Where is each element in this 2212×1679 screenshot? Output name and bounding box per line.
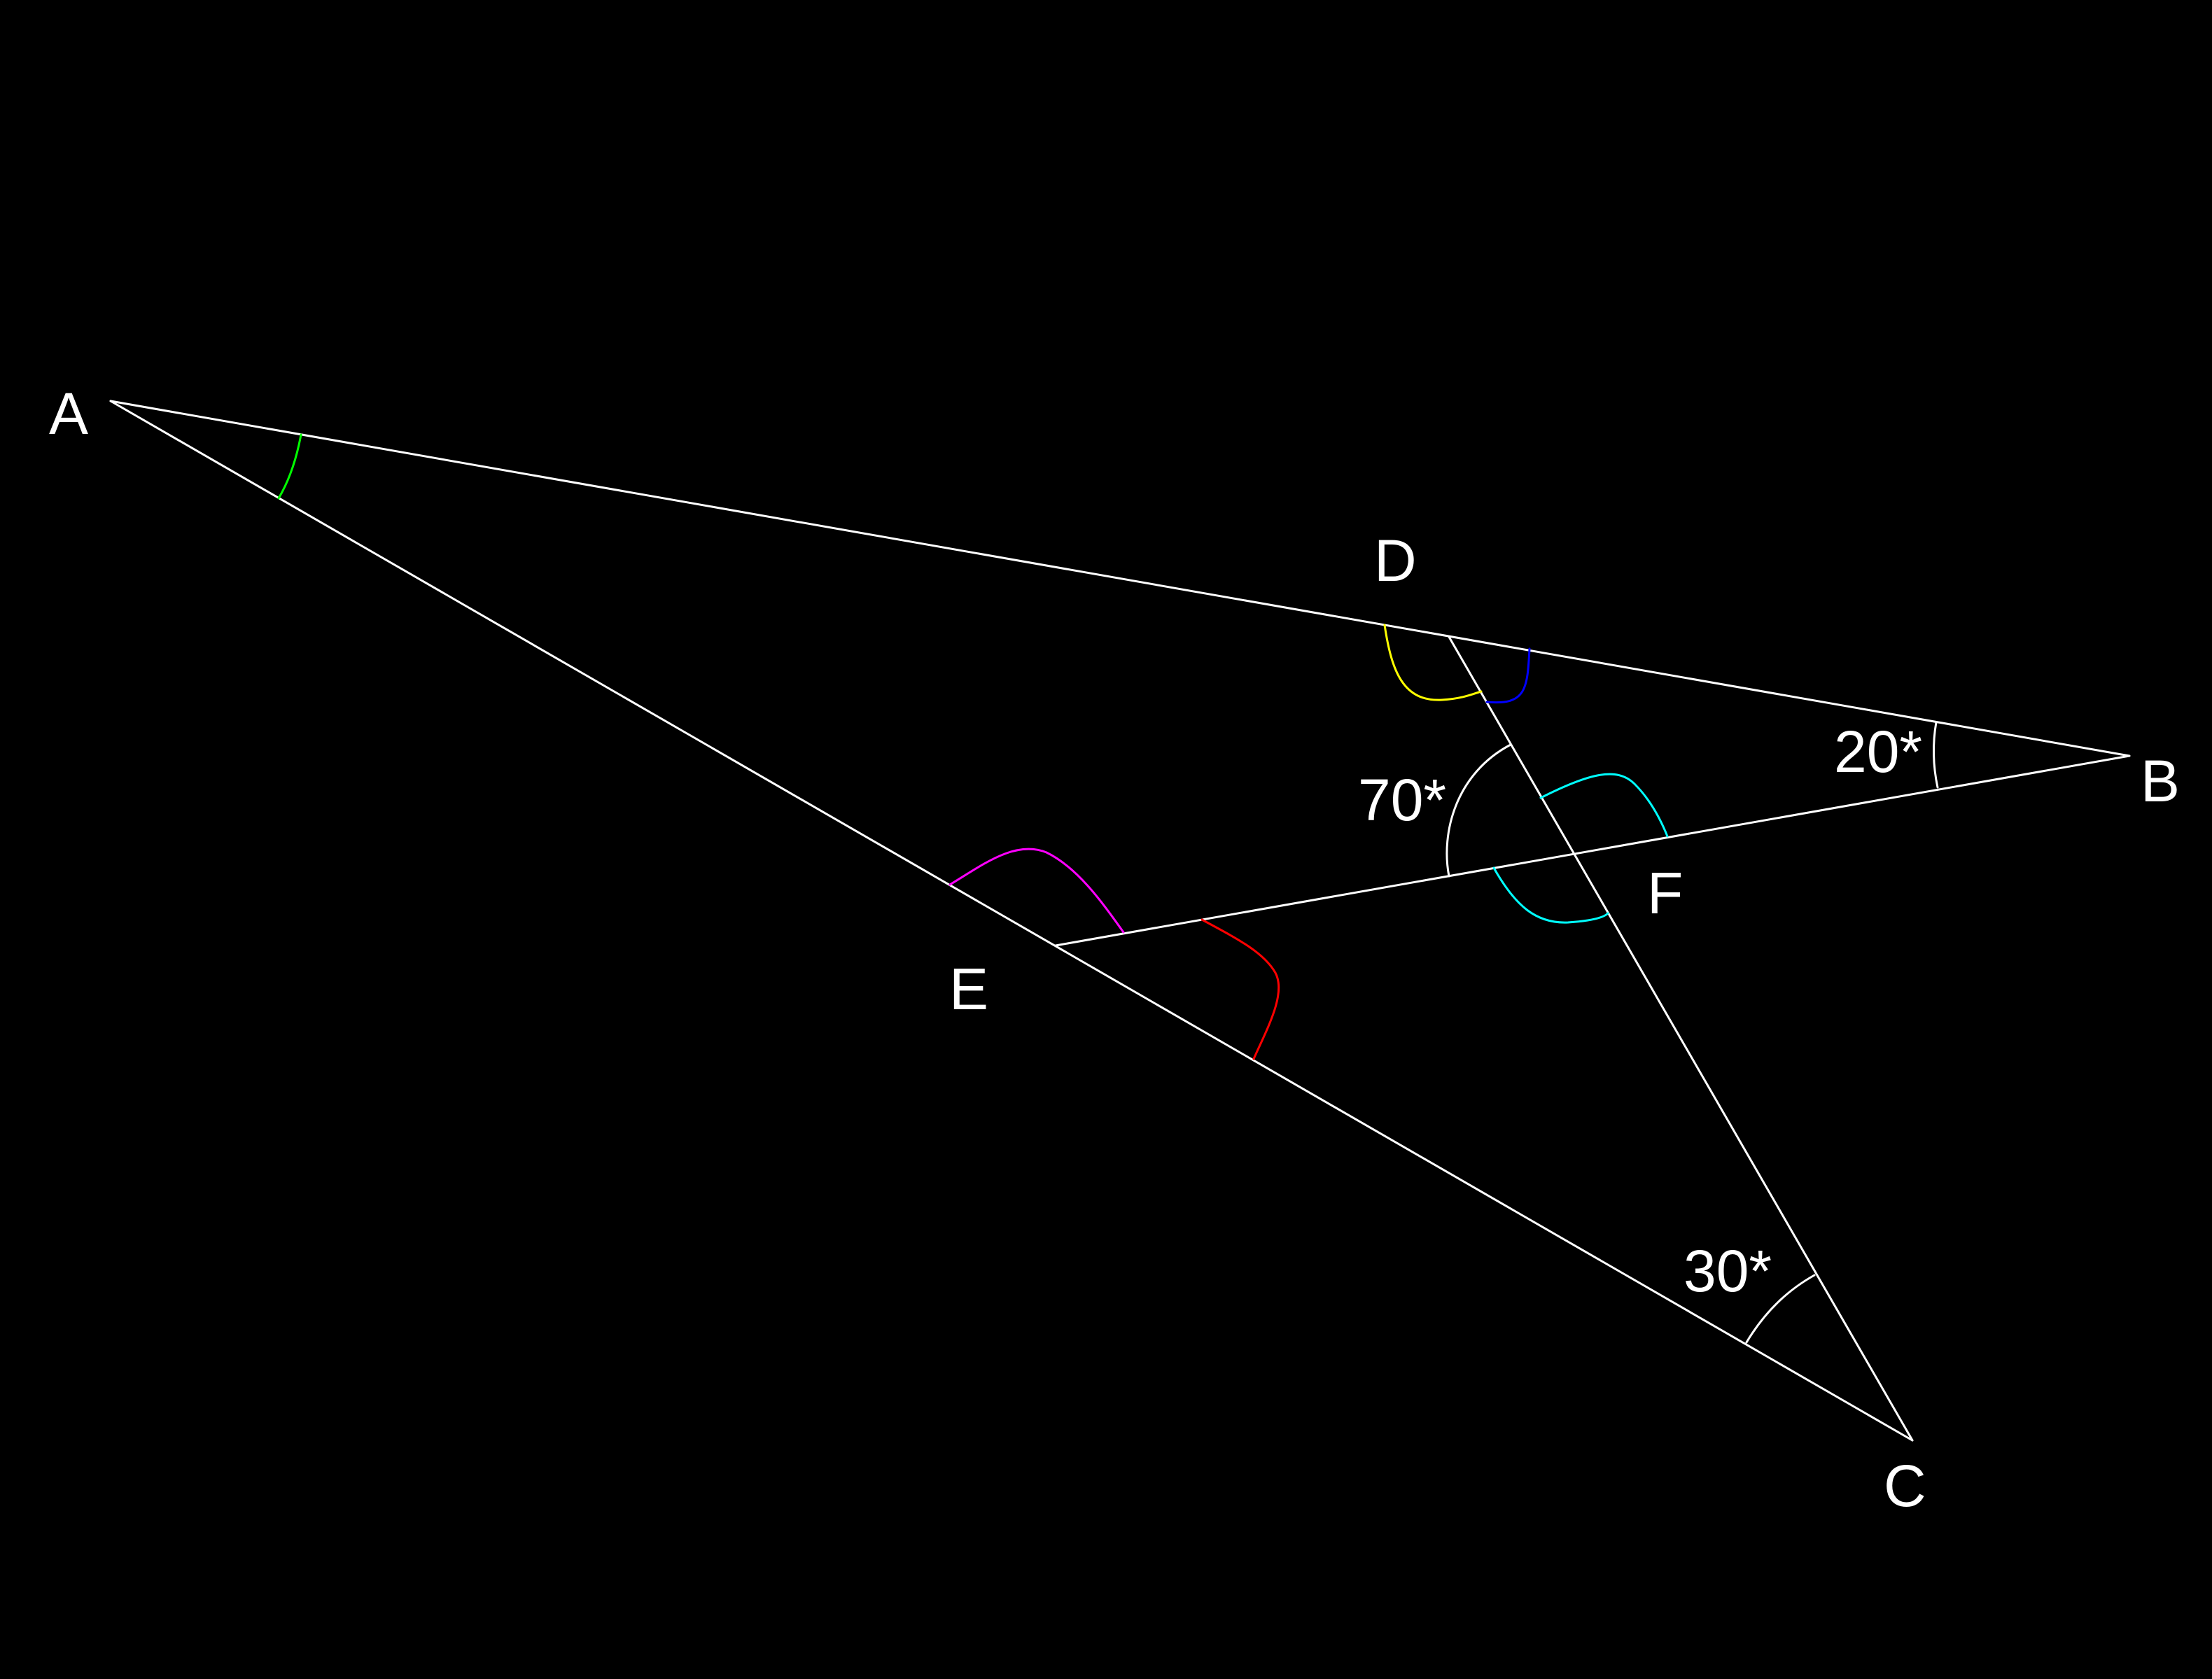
angle-label-d: 70* (1358, 767, 1446, 833)
angle-arc-a (277, 433, 302, 500)
label-point-c: C (1884, 1453, 1926, 1519)
angle-arc-d-left (1383, 624, 1483, 701)
segment-be (1054, 754, 2131, 947)
angle-arc-d-given (1446, 743, 1512, 878)
label-point-e: E (949, 956, 988, 1022)
angle-arc-e-upper (948, 848, 1125, 934)
angle-arc-d-right (1485, 647, 1531, 704)
angle-arc-c-given (1745, 1274, 1816, 1344)
angle-label-b: 20* (1834, 719, 1922, 785)
segment-dc (1448, 635, 1914, 1442)
angle-arc-f-lower (1492, 866, 1609, 924)
label-point-f: F (1647, 860, 1683, 926)
angle-label-c: 30* (1684, 1238, 1772, 1304)
angle-arc-b-given (1932, 721, 1939, 789)
angle-arc-f-upper (1539, 773, 1669, 838)
angle-arc-e-lower (1200, 918, 1280, 1060)
segment-ab (109, 400, 2131, 757)
label-point-d: D (1374, 528, 1417, 593)
label-point-a: A (49, 381, 88, 447)
label-point-b: B (2141, 748, 2180, 814)
segment-ac (109, 400, 1914, 1442)
